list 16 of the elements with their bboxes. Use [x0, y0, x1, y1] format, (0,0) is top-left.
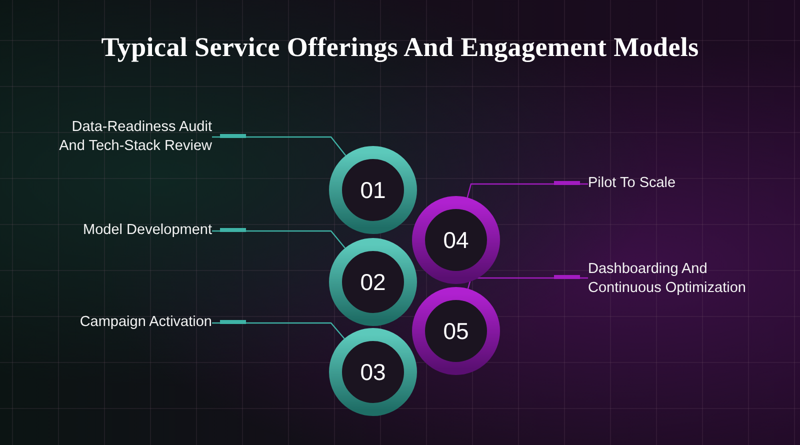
step-number: 01	[360, 176, 386, 204]
step-number: 03	[360, 358, 386, 386]
number-ring	[412, 196, 500, 284]
step-number: 02	[360, 268, 386, 296]
title: Typical Service Offerings And Engagement Models	[100, 32, 700, 63]
step-label: Pilot To Scale	[588, 174, 788, 193]
number-ring	[329, 146, 417, 234]
step-number: 05	[443, 318, 469, 344]
step-label: Dashboarding And Continuous Optimization	[588, 260, 768, 298]
step-label: Data-Readiness Audit And Tech-Stack Review	[47, 118, 212, 156]
step-number: 04	[443, 226, 469, 254]
number-ring	[329, 328, 417, 416]
step-label: Model Development	[12, 221, 212, 240]
number-ring	[329, 238, 417, 326]
number-ring	[412, 287, 500, 375]
step-label: Campaign Activation	[12, 313, 212, 332]
